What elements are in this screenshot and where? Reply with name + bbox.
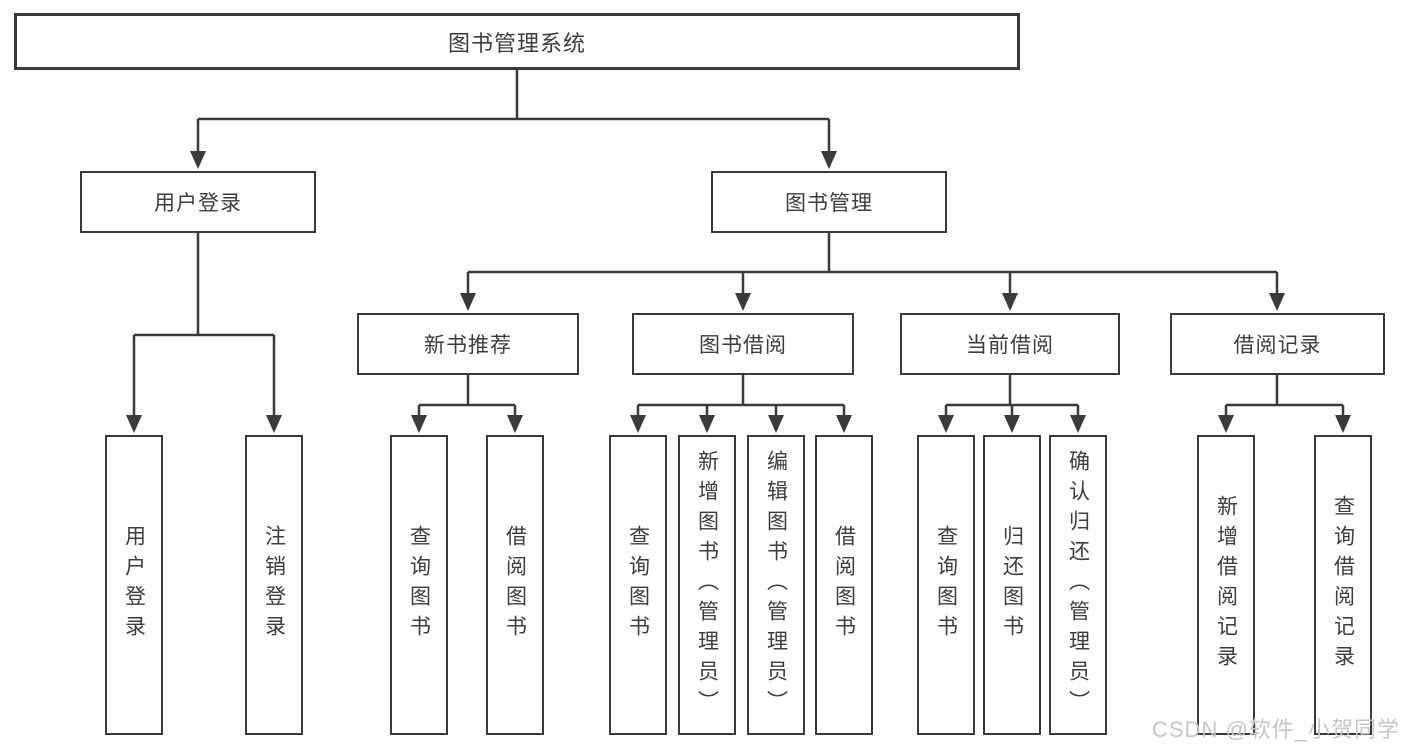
node-new-book-recommend-label: 新书推荐 (424, 334, 512, 357)
leaf-record-add: 新增借阅记录 (1197, 435, 1255, 735)
leaf-borrow-add-books-admin: 新增图书（管理员） (678, 435, 736, 735)
node-borrow-record-label: 借阅记录 (1233, 334, 1322, 357)
leaf-borrow-edit-books-admin-label: 编辑图书（管理员） (764, 450, 788, 720)
node-book-management-label: 图书管理 (785, 192, 873, 215)
node-user-login-label: 用户登录 (154, 192, 242, 215)
leaf-current-query-books-label: 查询图书 (934, 525, 958, 645)
leaf-current-return-books-label: 归还图书 (1000, 525, 1024, 645)
leaf-recommend-query-books-label: 查询图书 (407, 525, 431, 645)
node-current-borrow-label: 当前借阅 (966, 334, 1054, 357)
node-current-borrow: 当前借阅 (900, 313, 1120, 375)
edge-root-to-level2 (190, 70, 837, 169)
csdn-watermark: CSDN @软件_小贺同学 (1152, 717, 1401, 742)
edge-record-to-leaves (1218, 375, 1351, 433)
leaf-user-login: 用户登录 (105, 435, 163, 735)
node-new-book-recommend: 新书推荐 (357, 313, 579, 375)
leaf-record-query-label: 查询借阅记录 (1331, 495, 1355, 675)
leaf-borrow-query-books: 查询图书 (609, 435, 667, 735)
node-user-login: 用户登录 (80, 171, 316, 233)
leaf-current-confirm-return-admin: 确认归还（管理员） (1049, 435, 1107, 735)
node-book-borrow-label: 图书借阅 (699, 334, 787, 357)
edge-borrow-to-leaves (630, 375, 852, 433)
edge-current-to-leaves (938, 375, 1086, 433)
leaf-current-confirm-return-admin-label: 确认归还（管理员） (1066, 450, 1090, 720)
leaf-borrow-edit-books-admin: 编辑图书（管理员） (747, 435, 805, 735)
node-borrow-record: 借阅记录 (1170, 313, 1385, 375)
node-book-borrow: 图书借阅 (632, 313, 854, 375)
node-book-management: 图书管理 (711, 171, 947, 233)
node-library-system-label: 图书管理系统 (447, 30, 586, 56)
leaf-recommend-borrow-books: 借阅图书 (486, 435, 544, 735)
leaf-record-query: 查询借阅记录 (1314, 435, 1372, 735)
leaf-borrow-borrow-books: 借阅图书 (815, 435, 873, 735)
edge-book-management-to-level3 (460, 233, 1285, 311)
leaf-logout-label: 注销登录 (262, 525, 286, 645)
leaf-current-return-books: 归还图书 (983, 435, 1041, 735)
leaf-recommend-borrow-books-label: 借阅图书 (503, 525, 527, 645)
leaf-recommend-query-books: 查询图书 (390, 435, 448, 735)
leaf-user-login-label: 用户登录 (122, 525, 146, 645)
leaf-record-add-label: 新增借阅记录 (1214, 495, 1238, 675)
node-library-system: 图书管理系统 (14, 13, 1020, 70)
leaf-borrow-borrow-books-label: 借阅图书 (832, 525, 856, 645)
leaf-current-query-books: 查询图书 (917, 435, 975, 735)
edge-user-login-to-leaves (126, 233, 282, 433)
leaf-borrow-query-books-label: 查询图书 (626, 525, 650, 645)
edge-recommend-to-leaves (411, 375, 523, 433)
leaf-logout: 注销登录 (245, 435, 303, 735)
leaf-borrow-add-books-admin-label: 新增图书（管理员） (695, 450, 719, 720)
